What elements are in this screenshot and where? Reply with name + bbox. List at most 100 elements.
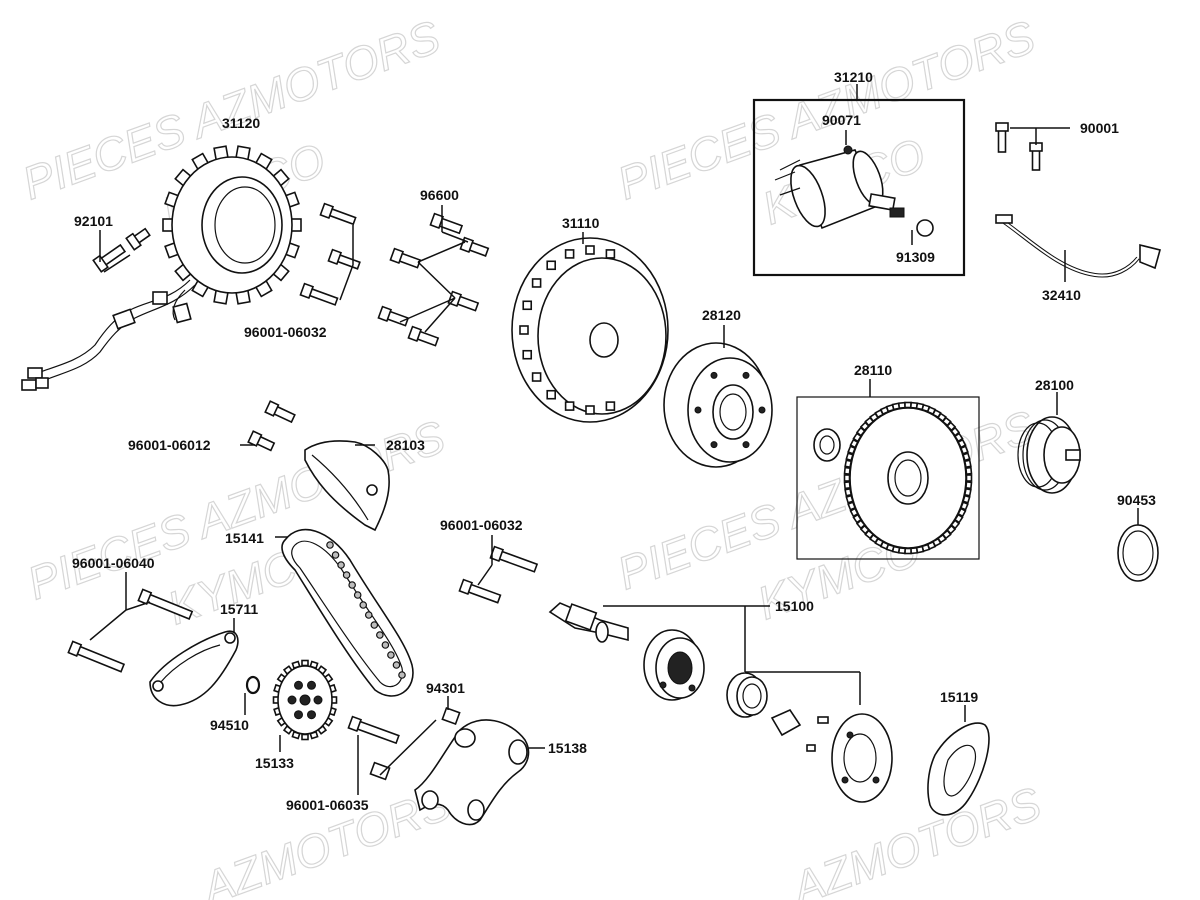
cable-32410 [995,214,1161,282]
clutch-hole [742,441,750,449]
pulley-28100 [1017,392,1081,494]
ring-90453 [1117,508,1159,582]
clutch-hole [742,371,750,379]
label-94301: 94301 [426,680,465,696]
chain-link [381,641,390,649]
bolts-96001-06032-middle [458,535,539,604]
label-31120: 31120 [222,115,260,131]
clip-94510 [244,675,261,715]
cover-15711 [149,618,239,707]
flywheel-slot [605,249,616,259]
clutch-28120 [663,325,773,468]
label-15711: 15711 [220,601,258,617]
chain-link [348,581,356,589]
chain-link [387,651,395,659]
chain-link [359,601,368,609]
label-15138: 15138 [548,740,587,756]
label-96001-06035: 96001-06035 [286,797,369,813]
label-96600: 96600 [420,187,459,203]
flywheel-31110 [511,232,669,423]
guide-28103 [304,440,390,532]
chain-link [376,631,384,639]
label-94510: 94510 [210,717,249,733]
clutch-hole [710,441,718,449]
sprocket-tooth [301,659,309,667]
label-31110: 31110 [562,215,600,231]
gear-tooth [965,466,973,475]
label-90001: 90001 [1080,120,1119,136]
flywheel-slot [531,278,542,288]
sprocket-tooth [301,733,309,741]
sprocket-hub [299,694,311,706]
label-96001-06032-middle: 96001-06032 [440,517,523,533]
gear-tooth [843,466,851,475]
label-90071: 90071 [822,112,861,128]
chain-link [392,661,401,669]
flywheel-slot [519,325,529,335]
flywheel-slot [585,405,595,415]
chain-link [353,591,362,599]
chain-link [342,571,351,579]
chain-15141 [275,528,414,697]
clutch-hole [710,371,718,379]
bolts-96001-06032-upper [299,202,361,306]
flywheel-slot [564,249,575,259]
flywheel-slot [546,389,557,400]
screw-92101 [92,227,151,273]
label-32410: 32410 [1042,287,1081,303]
flywheel-slot [531,372,542,382]
sprocket-hole [307,680,316,690]
sprocket-hole [307,710,316,720]
gear-tooth [965,474,973,482]
flywheel-slot [522,300,533,311]
label-90453: 90453 [1117,492,1156,508]
label-15119: 15119 [940,689,978,705]
sprocket-hole [313,695,323,705]
label-28100: 28100 [1035,377,1074,393]
label-28110: 28110 [854,362,892,378]
gasket-15119 [927,705,990,816]
chain-link [337,561,345,569]
bolts-96001-06012 [240,400,296,452]
arm-15138 [414,719,545,826]
label-15141: 15141 [225,530,264,546]
label-15100: 15100 [775,598,814,614]
label-96001-06040: 96001-06040 [72,555,155,571]
bolts-96001-06035 [347,715,437,795]
label-96001-06012: 96001-06012 [128,437,211,453]
flywheel-slot [564,401,575,411]
bolts-96001-06040 [67,572,194,673]
stator-31120 [21,145,302,391]
studs-96600 [377,205,490,347]
chain-link [326,541,334,549]
flywheel-slot [522,349,533,360]
collar-94301 [441,696,461,726]
clutch-hole [694,406,702,414]
starter-31210 [752,84,966,277]
label-91309: 91309 [896,249,935,265]
part-labels: 31120 92101 96001-06032 96600 31110 3121… [72,69,1156,813]
clutch-hole [758,406,766,414]
chain-link [331,551,340,559]
label-28120: 28120 [702,307,741,323]
label-92101: 92101 [74,213,113,229]
gear-28110 [796,379,980,560]
label-96001-06032-upper: 96001-06032 [244,324,327,340]
flywheel-slot [585,245,595,255]
sprocket-hole [294,680,303,690]
gear-tooth [843,481,851,490]
label-31210: 31210 [834,69,873,85]
flywheel-slot [546,260,557,271]
label-28103: 28103 [386,437,425,453]
clutch-assembly-15100 [548,602,893,803]
gear-tooth [965,481,973,490]
chain-link [398,671,406,679]
watermark-text: AZMOTORS [783,777,1048,900]
flywheel-slot [605,401,616,411]
label-15133: 15133 [255,755,294,771]
sprocket-15133 [272,659,338,752]
sprocket-hole [287,695,297,705]
gear-tooth [843,474,851,482]
bolts-90001 [995,122,1070,171]
